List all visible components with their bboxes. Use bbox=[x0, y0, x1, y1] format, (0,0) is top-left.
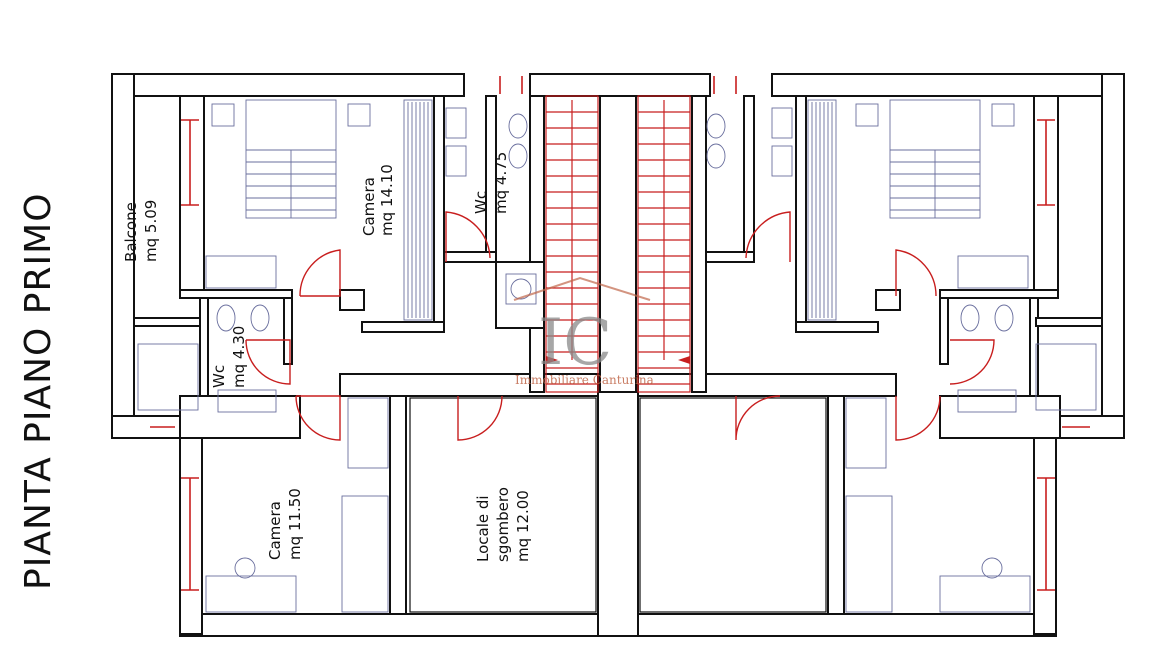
interior-walls bbox=[133, 95, 1103, 615]
doors bbox=[245, 211, 995, 441]
label-wc-2-name: Wc bbox=[210, 365, 228, 388]
label-wc-1-area: mq 4.75 bbox=[492, 152, 510, 214]
label-camera-1-name: Camera bbox=[360, 177, 378, 236]
label-wc-2-area: mq 4.30 bbox=[230, 326, 248, 388]
label-balcone-area: mq 5.09 bbox=[142, 200, 160, 262]
label-wc-1-name: Wc bbox=[472, 191, 490, 214]
label-camera-2-name: Camera bbox=[266, 501, 284, 560]
staircase-right bbox=[637, 95, 691, 393]
plan-title: PIANTA PIANO PRIMO bbox=[18, 192, 59, 590]
room-labels: Camera mq 14.10 Wc mq 4.75 Balcone mq 5.… bbox=[122, 152, 532, 562]
windows bbox=[150, 76, 1090, 591]
logo-letters: IC bbox=[538, 306, 612, 380]
logo-subtitle: Immobiliare Canturina bbox=[515, 373, 654, 387]
label-balcone-name: Balcone bbox=[122, 202, 140, 262]
label-locale-line2: sgombero bbox=[494, 487, 512, 562]
furniture bbox=[137, 99, 1097, 613]
label-camera-2-area: mq 11.50 bbox=[286, 488, 304, 560]
label-locale-area: mq 12.00 bbox=[514, 490, 532, 562]
label-locale-line1: Locale di bbox=[474, 495, 492, 562]
label-camera-1-area: mq 14.10 bbox=[378, 164, 396, 236]
staircase-left bbox=[545, 95, 599, 393]
company-logo: IC Immobiliare Canturina bbox=[513, 276, 654, 387]
room-outlines bbox=[409, 397, 827, 613]
